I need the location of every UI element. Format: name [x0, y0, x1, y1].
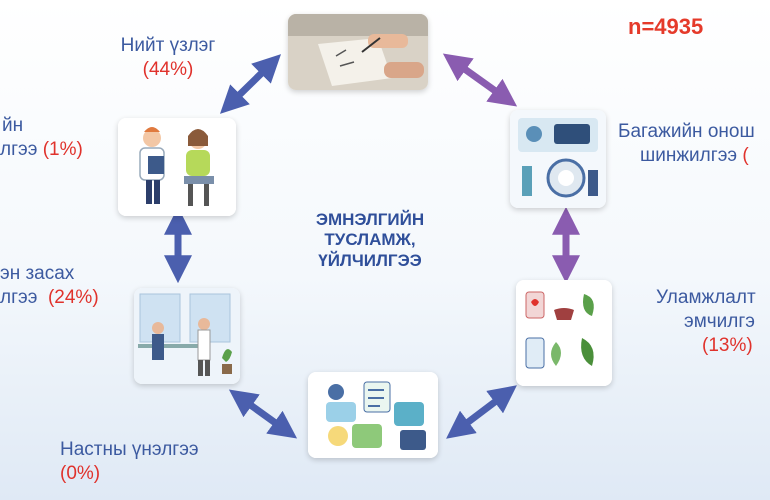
label-upper-right-pct: ( — [742, 144, 749, 166]
sample-size: n=4935 — [628, 14, 704, 39]
label-bottom-text: Настны үнэлгээ — [60, 439, 199, 460]
center-title: ЭМНЭЛГИЙН ТУСЛАМЖ, ҮЙЛЧИЛГЭЭ — [315, 210, 425, 270]
label-top-text: Нийт үзлэг — [120, 35, 216, 56]
node-top-image — [288, 14, 428, 90]
label-bottom: Настны үнэлгээ (0%) — [60, 438, 199, 486]
label-mid-right-line1: Уламжлалт — [656, 287, 756, 308]
label-mid-right-line2: эмчилгэ — [684, 310, 755, 332]
label-mid-left-pct: (24%) — [47, 286, 99, 308]
label-upper-right: Багажийн онош шинжилгээ ( — [618, 120, 770, 168]
label-upper-left-pct: (1%) — [42, 138, 83, 160]
label-upper-left-line1: йн — [2, 115, 24, 136]
arrow-top-upperright — [442, 53, 518, 107]
doctor-patient-icon — [118, 118, 236, 216]
label-top: Нийт үзлэг (44%) — [98, 34, 238, 82]
arrow-top-upperleft — [219, 54, 282, 114]
label-mid-right-pct: (13%) — [702, 334, 753, 356]
label-mid-left-line1: эн засах — [0, 263, 75, 284]
label-bottom-pct: (0%) — [60, 462, 101, 484]
rehabilitation-room-icon — [134, 288, 240, 384]
node-mid-left-image — [134, 288, 240, 384]
label-upper-right-line1: Багажийн онош — [618, 121, 755, 142]
node-upper-right-image — [510, 110, 606, 208]
consultation-writing-icon — [288, 14, 428, 90]
arrow-bottom-midright — [446, 385, 517, 439]
node-upper-left-image — [118, 118, 236, 216]
assessment-puzzle-icon — [308, 372, 438, 458]
label-upper-left: йн лгээ (1%) — [0, 114, 83, 162]
label-mid-left: эн засах лгээ (24%) — [0, 262, 99, 310]
node-bottom-image — [308, 372, 438, 458]
diagnostic-equipment-icon — [510, 110, 606, 208]
arrow-midleft-bottom — [228, 389, 298, 439]
label-top-pct: (44%) — [142, 58, 194, 80]
label-upper-left-line2: лгээ — [0, 138, 38, 160]
label-mid-left-line2: лгээ — [0, 286, 38, 308]
node-mid-right-image — [516, 280, 612, 386]
label-upper-right-line2: шинжилгээ — [640, 144, 738, 166]
label-mid-right: Уламжлалт эмчилгэ (13%) — [656, 286, 770, 357]
herbal-medicine-icon — [516, 280, 612, 386]
